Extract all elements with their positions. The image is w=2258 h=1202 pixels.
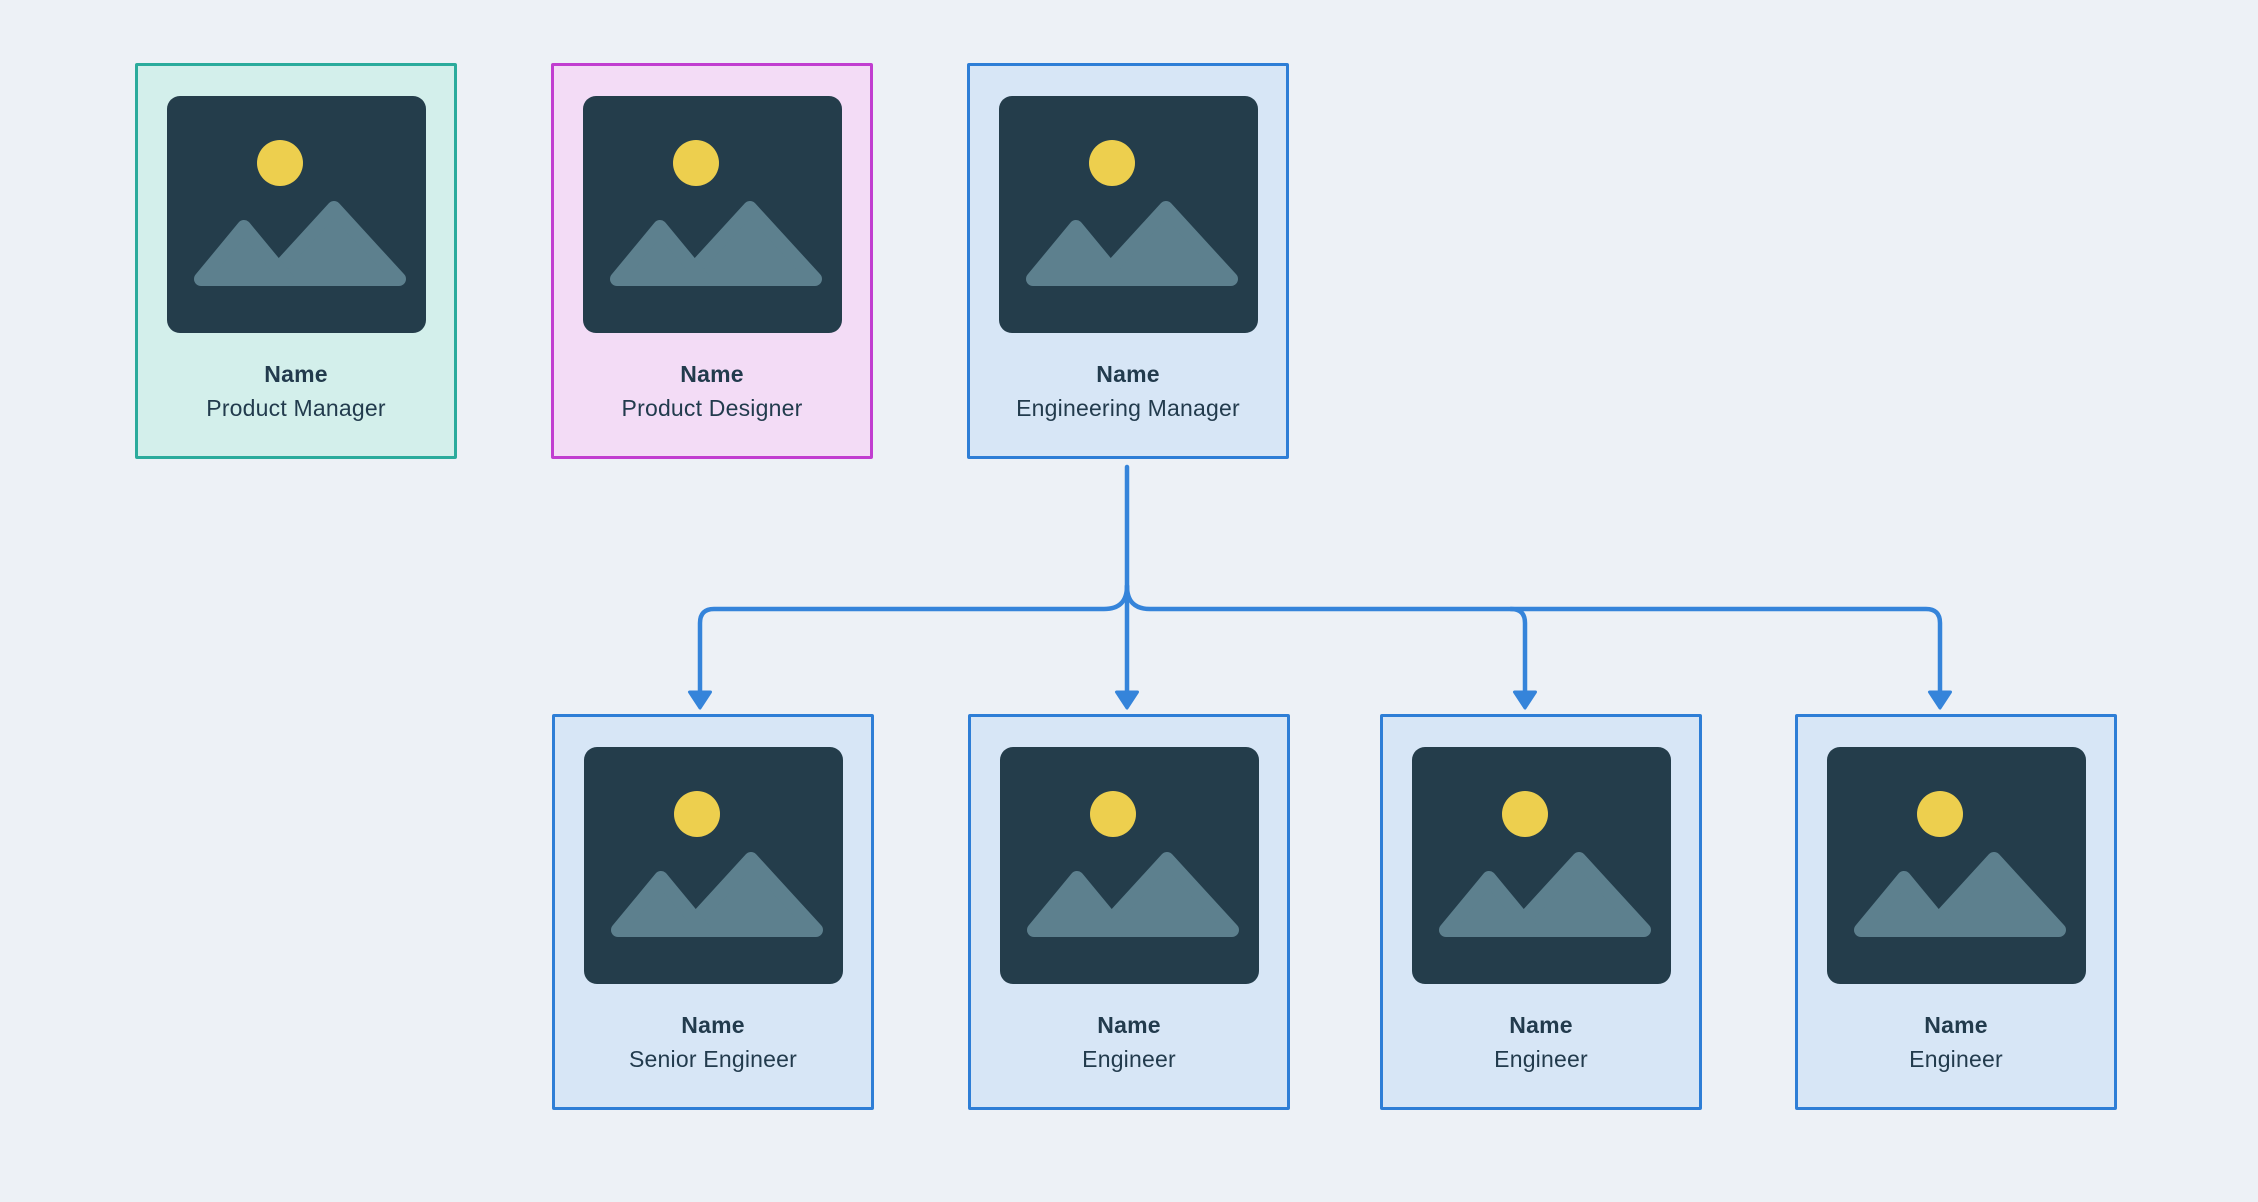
sun-icon [1088, 140, 1135, 186]
member-role: Product Designer [621, 395, 803, 421]
photo-placeholder-icon [166, 96, 426, 333]
org-card-product-manager[interactable]: Name Product Manager [135, 63, 457, 459]
member-name: Name [1509, 1012, 1573, 1038]
org-card-engineering-manager[interactable]: Name Engineering Manager [967, 63, 1289, 459]
mountains-icon [1438, 871, 1539, 937]
member-name: Name [681, 1012, 745, 1038]
mountains-icon [678, 852, 823, 937]
member-name: Name [680, 361, 744, 387]
sun-icon [672, 140, 719, 186]
org-card-senior-engineer[interactable]: Name Senior Engineer [552, 714, 874, 1110]
photo-placeholder-icon [1826, 747, 2086, 984]
member-role: Engineer [1494, 1046, 1588, 1072]
org-card-engineer-1[interactable]: Name Engineer [968, 714, 1290, 1110]
mountains-icon [609, 220, 710, 286]
org-card-engineer-3[interactable]: Name Engineer [1795, 714, 2117, 1110]
member-name: Name [1097, 1012, 1161, 1038]
connector-branch-mid-right [1508, 606, 1528, 694]
mountains-icon [193, 220, 294, 286]
mountains-icon [677, 201, 822, 286]
member-role: Product Manager [206, 395, 386, 421]
member-role: Engineering Manager [1016, 395, 1240, 421]
member-role: Engineer [1909, 1046, 2003, 1072]
photo-placeholder-icon [998, 96, 1258, 333]
arrowhead-down-icon [1928, 690, 1952, 710]
mountains-icon [1094, 852, 1239, 937]
mountains-icon [261, 201, 406, 286]
member-name: Name [1924, 1012, 1988, 1038]
sun-icon [1089, 791, 1136, 837]
arrowhead-down-icon [1513, 690, 1537, 710]
org-card-engineer-2[interactable]: Name Engineer [1380, 714, 1702, 1110]
sun-icon [1501, 791, 1548, 837]
mountains-icon [1093, 201, 1238, 286]
photo-placeholder-icon [583, 747, 843, 984]
mountains-icon [1921, 852, 2066, 937]
connector-branch-left [697, 583, 1130, 694]
photo-placeholder-icon [582, 96, 842, 333]
sun-icon [673, 791, 720, 837]
sun-icon [256, 140, 303, 186]
member-name: Name [1096, 361, 1160, 387]
connector-branch-right [1124, 583, 1943, 694]
member-name: Name [264, 361, 328, 387]
mountains-icon [610, 871, 711, 937]
photo-placeholder-icon [999, 747, 1259, 984]
photo-placeholder-icon [1411, 747, 1671, 984]
mountains-icon [1025, 220, 1126, 286]
mountains-icon [1853, 871, 1954, 937]
mountains-icon [1506, 852, 1651, 937]
arrowhead-down-icon [1115, 690, 1139, 710]
member-role: Engineer [1082, 1046, 1176, 1072]
member-role: Senior Engineer [629, 1046, 797, 1072]
sun-icon [1916, 791, 1963, 837]
org-card-product-designer[interactable]: Name Product Designer [551, 63, 873, 459]
arrowhead-down-icon [688, 690, 712, 710]
mountains-icon [1026, 871, 1127, 937]
